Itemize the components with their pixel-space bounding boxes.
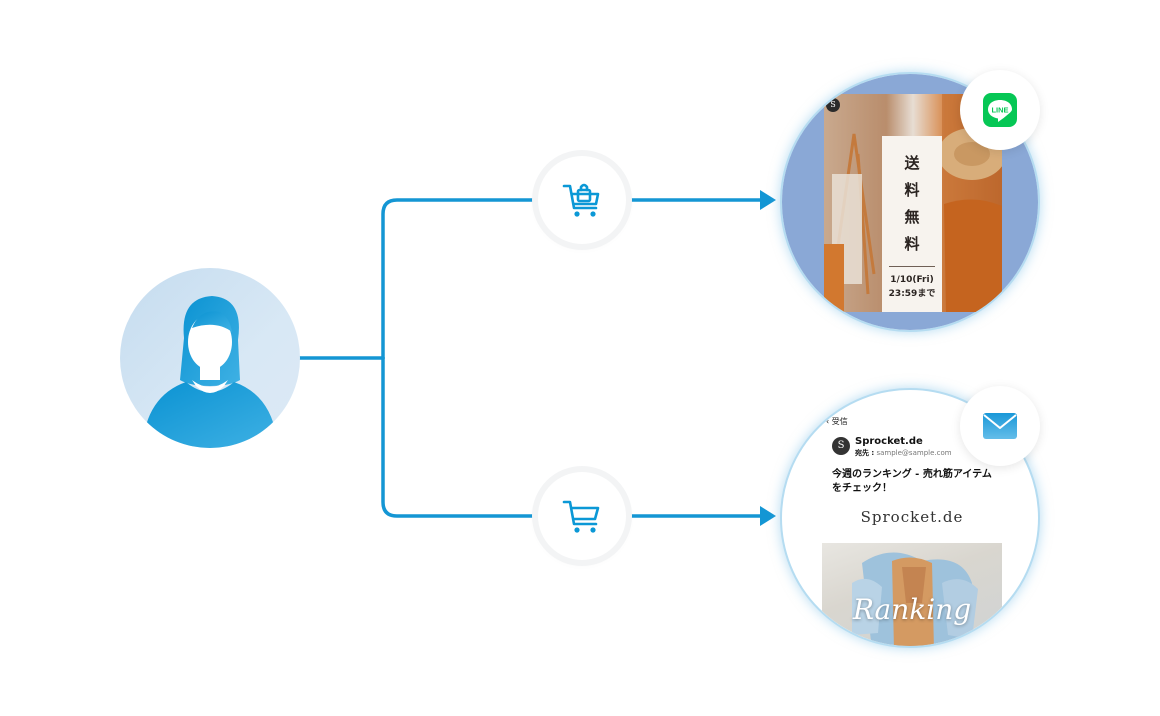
recipient-line: 宛先 : sample@sample.com [855, 448, 952, 458]
inbox-back: ‹ 受信 [826, 416, 848, 427]
promo-date: 1/10(Fri) [890, 275, 934, 285]
arrow-head-top [760, 190, 776, 210]
line-app-icon: LINE [983, 93, 1017, 127]
email-brand-header: Sprocket.de [860, 508, 964, 526]
free-shipping-card: 送 料 無 料 1/10(Fri) 23:59まで [882, 136, 942, 312]
envelope-icon [983, 413, 1017, 439]
connector-branch-bottom [381, 356, 542, 518]
promo-time: 23:59まで [888, 289, 936, 299]
sender-row: S Sprocket.de 宛先 : sample@sample.com [832, 436, 1002, 458]
recipient-label: 宛先 : [855, 449, 875, 457]
user-avatar-icon [142, 296, 278, 448]
shopping-cart-icon [562, 500, 600, 533]
connector-branch-top [381, 198, 542, 360]
line-badge-label: LINE [991, 106, 1008, 115]
shopping-bag-cart-icon [562, 183, 600, 217]
recipient-address: sample@sample.com [876, 449, 952, 457]
cart-node [538, 472, 626, 560]
free-shipping-text: 送 料 無 料 [904, 154, 920, 253]
ranking-banner: Ranking [822, 543, 1002, 646]
brand-logo: S [826, 98, 840, 112]
user-node [120, 268, 300, 448]
arrow-head-bottom [760, 506, 776, 526]
card-divider [889, 266, 935, 267]
sender-name: Sprocket.de [855, 436, 923, 447]
inbox-label: 受信 [831, 417, 848, 426]
bag-cart-node [538, 156, 626, 244]
email-screen: ‹ 受信 S Sprocket.de 宛先 : sample@sample.co… [822, 410, 1002, 646]
ranking-title: Ranking [852, 593, 972, 626]
line-badge: LINE [960, 70, 1040, 150]
email-message-preview: ‹ 受信 S Sprocket.de 宛先 : sample@sample.co… [780, 388, 1040, 648]
line-message-preview: S 送 料 無 料 1/10(Fri) 23:59まで [780, 72, 1040, 332]
email-badge [960, 386, 1040, 466]
clothes-rack-illustration [824, 94, 1002, 312]
back-chevron-icon: ‹ [826, 417, 830, 426]
clothing-flatlay-illustration [852, 552, 978, 646]
email-subject: 今週のランキング - 売れ筋アイテムをチェック！ [832, 469, 992, 494]
sender-avatar: S [832, 437, 850, 455]
